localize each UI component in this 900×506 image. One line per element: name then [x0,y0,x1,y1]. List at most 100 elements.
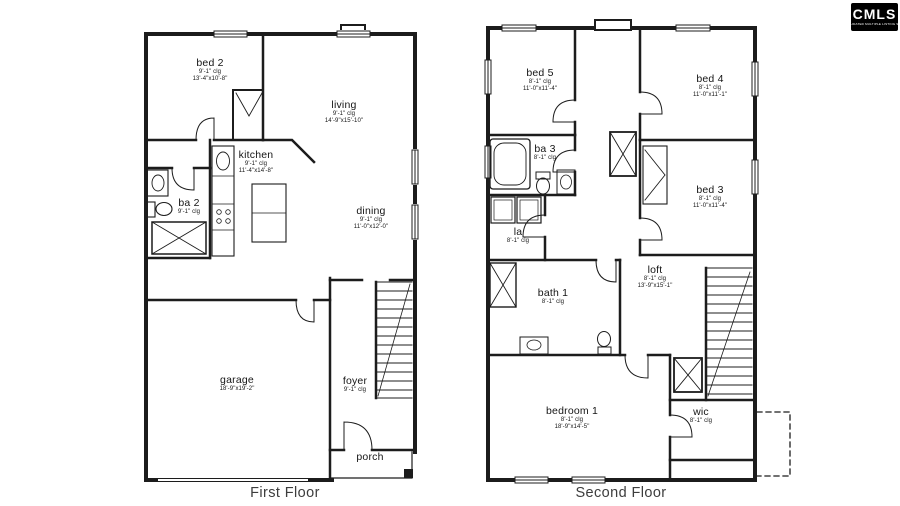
room-ceiling: 8'-1" clg [698,196,722,203]
room-ceiling: 8'-1" clg [506,238,530,245]
room-ceiling: 9'-1" clg [198,69,222,76]
room-label-bed-3: bed 3 8'-1" clg 11'-0"x11'-4" [693,184,727,210]
kitchen-sink [216,151,230,171]
doors [522,91,693,438]
room-name: bedroom 1 [546,405,598,417]
room-dims: 13'-9"x15'-1" [637,282,673,289]
room-label-living: living 9'-1" clg 14'-9"x15'-10" [325,99,363,125]
windows [157,30,420,484]
room-name: living [331,99,357,111]
room-ceiling: 8'-1" clg [533,155,557,162]
first-floor-plan [144,24,420,484]
room-dims: 18'-9"x19'-2" [219,386,255,393]
room-label-bed-5: bed 5 8'-1" clg 11'-0"x11'-4" [523,67,557,93]
room-ceiling: 8'-1" clg [541,299,565,306]
linen-closet [609,131,637,177]
porch-post [404,469,413,478]
room-dims: 11'-0"x11'-1" [693,91,727,98]
room-label-garage: garage 18'-9"x19'-2" [220,374,255,393]
closets [609,131,703,393]
room-name: bed 2 [196,57,224,69]
room-ceiling: 9'-1" clg [244,161,268,168]
room-ceiling: 9'-1" clg [359,217,383,224]
room-dims: 11'-0"x11'-4" [523,85,557,92]
fixtures-first-floor [146,145,287,257]
room-name: garage [220,374,254,386]
room-ceiling: 8'-1" clg [560,417,584,424]
bath1-sink [526,339,542,351]
bath1-toilet [597,331,611,347]
bath3-tub [489,138,531,190]
bath2-sink [151,174,165,192]
room-dims: 18'-9"x14'-5" [554,423,590,430]
bed3-closet [642,145,668,205]
fixtures-second-floor [489,138,612,355]
doors [171,92,373,451]
bath2-toilet [155,201,173,217]
room-name: bed 3 [696,184,724,196]
caption-second-floor: Second Floor [575,485,667,501]
room-name: la [513,226,523,238]
room-name: foyer [342,375,368,387]
cmls-logo: CMLS CONSOLIDATED MULTIPLE LISTING SERVI… [851,3,898,31]
caption-first-floor: First Floor [250,485,320,501]
bath1-toilet-tank [597,346,612,355]
room-ceiling: 9'-1" clg [343,387,367,394]
room-label-ba-3: ba 3 8'-1" clg [534,143,556,162]
room-ceiling: 9'-1" clg [332,111,356,118]
windows [484,24,759,484]
bath3-toilet-tank [535,171,551,180]
garage-door [158,476,308,484]
room-label-foyer: foyer 9'-1" clg [343,375,367,394]
kitchen-counter [211,145,235,257]
room-dims: 13'-4"x10'-8" [192,75,228,82]
stairs-first-floor [375,281,413,399]
room-label-porch: porch [356,451,383,463]
bath3-vanity [556,169,576,195]
interior-walls [144,32,417,482]
room-label-wic: wic 8'-1" clg [690,406,712,425]
room-label-laundry: la 8'-1" clg [507,226,529,245]
bath2-shower [151,221,207,255]
room-label-ba-2: ba 2 9'-1" clg [178,197,200,216]
dashed-roof-line [756,411,791,477]
chimney [594,19,632,31]
bath1-shower [489,262,517,308]
hall-closet [673,357,703,393]
washer [490,196,516,224]
room-name: bed 5 [526,67,554,79]
room-label-dining: dining 9'-1" clg 11'-0"x12'-0" [354,205,388,231]
room-label-bed-2: bed 2 9'-1" clg 13'-4"x10'-8" [193,57,228,83]
room-name: dining [356,205,386,217]
room-dims: 11'-0"x12'-0" [353,223,389,230]
second-floor-plan [484,19,791,484]
bath2-vanity [146,169,169,197]
room-ceiling: 8'-1" clg [698,85,722,92]
stairs-second-floor [705,267,753,397]
room-ceiling: 8'-1" clg [528,79,552,86]
room-dims: 11'-0"x11'-4" [693,202,727,209]
bath2-toilet-tank [146,201,156,218]
room-name: kitchen [238,149,274,161]
cmls-logo-text: CMLS [852,6,897,23]
room-label-bed-4: bed 4 8'-1" clg 11'-0"x11'-1" [693,73,727,99]
bath3-sink [560,174,572,190]
room-name: ba 3 [534,143,556,155]
room-dims: 11'-4"x14'-8" [238,167,274,174]
room-label-loft: loft 8'-1" clg 13'-9"x15'-1" [638,264,673,290]
room-ceiling: 9'-1" clg [177,209,201,216]
room-label-bedroom-1: bedroom 1 8'-1" clg 18'-9"x14'-5" [546,405,598,431]
room-name: porch [356,451,384,463]
room-ceiling: 8'-1" clg [643,276,667,283]
room-label-bath-1: bath 1 8'-1" clg [538,287,568,306]
room-label-kitchen: kitchen 9'-1" clg 11'-4"x14'-8" [239,149,274,175]
room-name: bath 1 [537,287,569,299]
bath3-toilet [536,177,550,195]
room-name: ba 2 [178,197,200,209]
dryer [516,196,542,224]
exterior-walls [144,24,417,482]
room-name: loft [647,264,663,276]
room-dims: 14'-9"x15'-10" [324,117,364,124]
